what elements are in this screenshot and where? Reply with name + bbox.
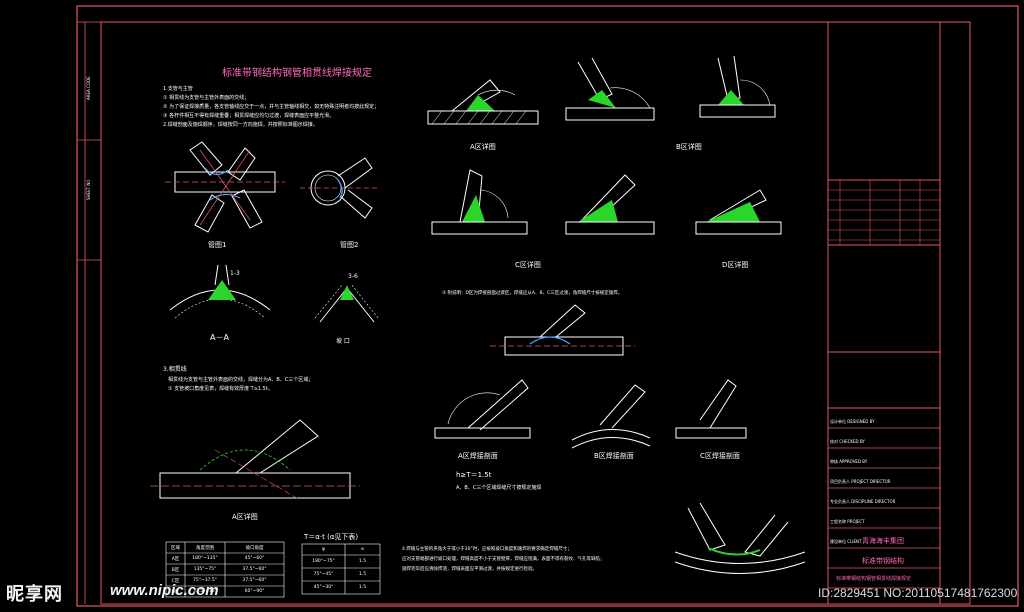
tube-figure-1 <box>165 141 285 233</box>
mid-joint-detail <box>490 304 635 356</box>
abc-note: A、B、C三个区域焊缝尺寸按规定施焊 <box>456 485 542 491</box>
section3-title: 3.相贯线 <box>163 366 187 373</box>
svg-text:AREA CODE: AREA CODE <box>86 76 91 100</box>
label-a-zone: A区详图 <box>470 143 496 151</box>
label-b-zone: B区详图 <box>676 143 702 151</box>
mid-note: ③ 附说明：D区为焊接剖面过渡区，焊缝应从A、B、C三区过渡，角焊缝尺寸按规定施… <box>442 291 623 296</box>
label-groove: 坡 口 <box>336 338 350 345</box>
label-c-weld: C区焊接剖面 <box>700 452 740 460</box>
svg-text:1-3: 1-3 <box>230 270 240 277</box>
a-weld-section <box>434 379 531 439</box>
label-tube2: 管图2 <box>340 241 359 249</box>
title-block-company: 青海海丰集团 <box>862 537 904 545</box>
label-c-zone: C区详图 <box>515 261 541 269</box>
y-joint-detail <box>674 502 806 574</box>
title-block-drawing: 标准带钢结构钢管相贯线焊接规定 <box>836 576 912 582</box>
title-block <box>827 21 941 605</box>
note4: 4.焊缝与主管的夹角大于或小于30°时，应按照坡口角度和施焊的要求确定焊缝尺寸；… <box>402 547 605 572</box>
b-weld-detail-2 <box>699 55 776 118</box>
watermark-url: www.nipic.com <box>110 582 219 599</box>
label-tube1: 管图1 <box>208 241 227 249</box>
groove-detail: 3-6 <box>314 273 379 323</box>
tube-figure-2 <box>300 157 380 219</box>
label-aa: A－A <box>210 333 229 342</box>
watermark-logo: 昵享网 <box>6 584 63 604</box>
t-formula: h≥T＝1.5t <box>456 471 492 479</box>
alpha-table <box>301 543 381 595</box>
svg-text:SHEET NO: SHEET NO <box>86 180 91 200</box>
section3-notes: 相贯线为支管与主管外表面的交线，焊缝分为A、B、C三个区域； ① 支管坡口角度见… <box>168 377 314 392</box>
b-weld-detail <box>565 57 655 121</box>
svg-text:3-6: 3-6 <box>348 273 358 280</box>
label-a-weld: A区焊接剖面 <box>458 452 498 460</box>
inner-frame <box>100 21 971 605</box>
c-weld-detail <box>431 169 528 235</box>
outer-frame <box>76 5 1019 607</box>
label-d-zone: D区详图 <box>722 261 749 269</box>
angle-table <box>165 541 285 598</box>
drawing-title: 标准带钢结构钢管相贯线焊接规定 <box>222 68 372 79</box>
c-weld-section <box>675 379 747 439</box>
watermark-id: ID:2829451 NO:20110517481762300 <box>818 586 1018 600</box>
label-a-zone-bottom: A区详图 <box>232 513 258 521</box>
a-zone-detail <box>150 419 360 501</box>
title-block-project: 标准带钢结构 <box>862 557 904 565</box>
d-weld-detail <box>695 189 782 235</box>
a-weld-detail <box>427 79 539 125</box>
label-b-weld: B区焊接剖面 <box>594 452 634 460</box>
b-weld-section <box>571 384 651 449</box>
top-notes: 1.支管与主管 ① 相贯线为支管与主管外表面的交线； ② 为了保证焊接质量，各支… <box>163 86 380 128</box>
c-weld-detail-2 <box>565 174 655 235</box>
t-equation: T＝α·t (α见下表) <box>304 533 359 541</box>
section-aa: 1-3 <box>169 264 271 319</box>
title-block-fields: 设计单位 DESIGNED BY 校对 CHECKED BY 审核 APPROV… <box>830 419 896 544</box>
